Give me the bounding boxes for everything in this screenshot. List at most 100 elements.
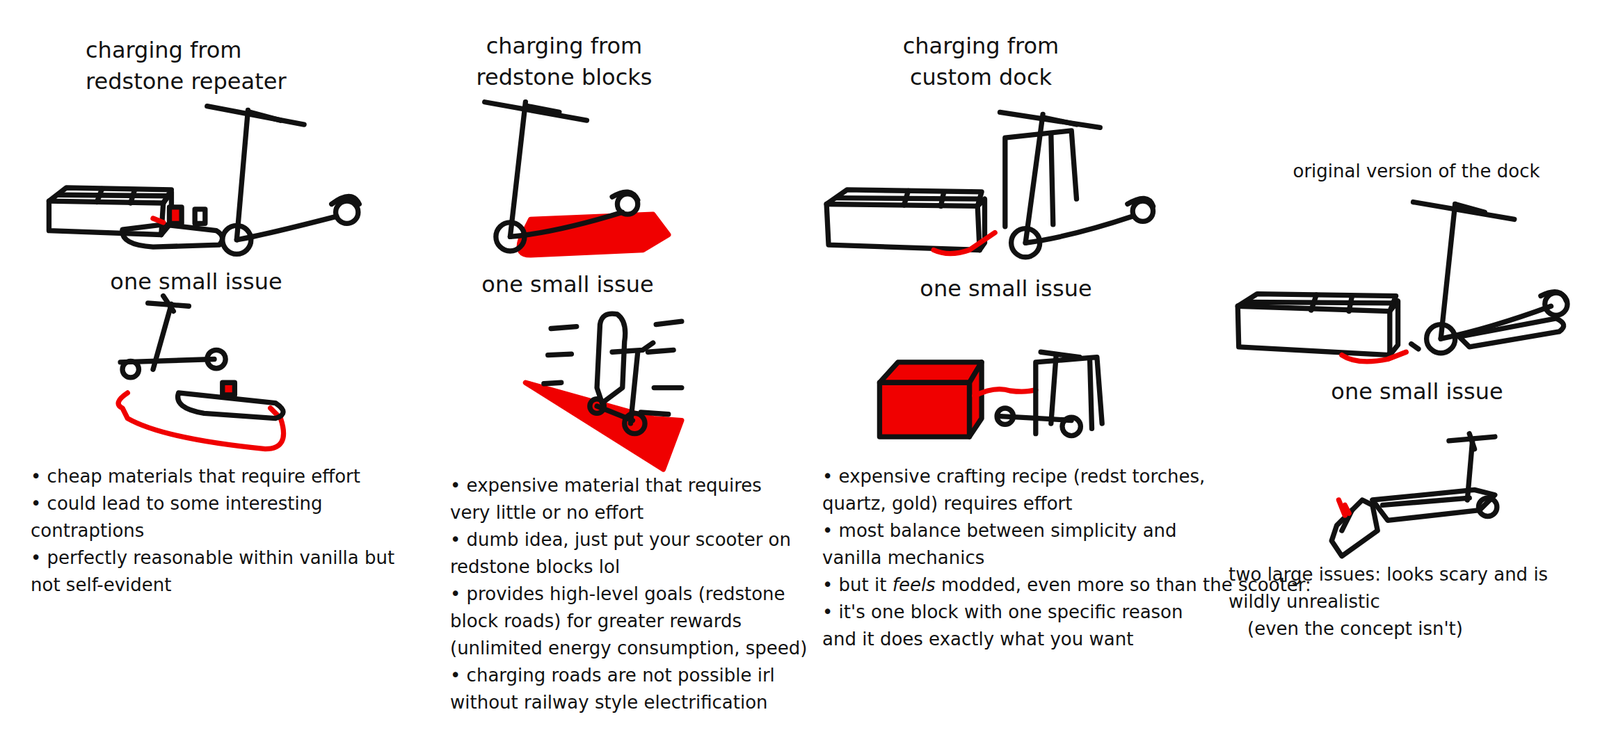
- scooter-sketch: [1413, 202, 1568, 354]
- bullet-note: • expensive material that requires very …: [450, 472, 762, 527]
- scooter-sketch: [1413, 202, 1515, 220]
- scooter-sketch: [1455, 203, 1486, 213]
- scooter-sketch: [509, 212, 622, 237]
- issue-sketch: [596, 313, 626, 403]
- bullet-note: • dumb idea, just put your scooter on re…: [450, 526, 791, 581]
- column-heading: charging from redstone repeater: [85, 34, 287, 98]
- scooter-sketch: [1000, 112, 1101, 128]
- scooter-sketch: [1025, 114, 1043, 243]
- issue-heading: one small issue: [481, 269, 654, 301]
- battery-sketch: [1237, 306, 1390, 355]
- battery-sketch: [826, 203, 980, 250]
- battery-sketch: [48, 201, 163, 235]
- battery-sketch: [826, 189, 995, 254]
- scooter-sketch: [484, 102, 638, 252]
- issue-sketch: [525, 382, 682, 470]
- issue-sketch: [656, 321, 682, 325]
- repeater-sketch: [169, 207, 182, 224]
- issue-sketch: [1382, 498, 1470, 506]
- scooter-sketch: [1459, 318, 1564, 348]
- issue-sketch: [548, 354, 572, 355]
- caption-note: two large issues: looks scary and is wil…: [1228, 561, 1548, 616]
- scooter-sketch: [612, 192, 638, 201]
- battery-sketch: [1348, 296, 1352, 312]
- repeater-sketch: [194, 209, 206, 224]
- battery-sketch: [1411, 344, 1419, 350]
- scooter-sketch: [1042, 117, 1077, 125]
- battery-sketch: [48, 187, 172, 204]
- scooter-sketch: [207, 106, 360, 255]
- column-heading: original version of the dock: [1293, 157, 1541, 186]
- bullet-note: • cheap materials that require effort: [30, 463, 361, 491]
- issue-sketch: [1344, 505, 1349, 514]
- issue-sketch: [879, 382, 970, 437]
- bullet-note: • provides high-level goals (redstone bl…: [450, 580, 808, 663]
- bullet-note: • charging roads are not possible irl wi…: [450, 662, 775, 717]
- scooter-sketch: [331, 196, 360, 204]
- battery-sketch: [826, 189, 982, 206]
- issue-sketch: [1062, 417, 1081, 436]
- issue-sketch: [879, 352, 1102, 437]
- scooter-sketch: [1440, 203, 1456, 339]
- issue-sketch: [996, 408, 1013, 425]
- battery-sketch: [940, 192, 944, 207]
- issue-sketch: [118, 393, 284, 450]
- issue-sketch: [653, 385, 682, 391]
- dock-sketch: [1051, 134, 1054, 225]
- scooter-sketch: [1000, 112, 1154, 257]
- issue-sketch: [1051, 355, 1056, 424]
- battery-sketch: [1237, 294, 1419, 362]
- bullet-note: • most balance between simplicity and va…: [822, 517, 1178, 572]
- scooter-sketch: [336, 201, 359, 224]
- emphasis: feels: [892, 574, 936, 596]
- battery-sketch: [1311, 294, 1317, 311]
- battery-sketch: [1246, 301, 1393, 303]
- battery-sketch: [904, 190, 909, 206]
- scooter-sketch: [236, 216, 337, 240]
- repeater-sketch: [122, 207, 223, 247]
- issue-sketch: [1478, 498, 1497, 517]
- battery-sketch: [933, 233, 995, 254]
- issue-sketch: [1040, 352, 1080, 357]
- scooter-sketch: [527, 106, 559, 113]
- battery-sketch: [1389, 301, 1399, 356]
- issue-heading: one small issue: [919, 273, 1092, 305]
- scooter-sketch: [207, 106, 304, 125]
- battery-sketch: [96, 188, 102, 202]
- issue-sketch: [1331, 434, 1498, 557]
- column-heading: charging from custom dock: [902, 30, 1060, 94]
- bullet-note: • expensive crafting recipe (redst torch…: [822, 463, 1205, 518]
- issue-sketch: [525, 313, 682, 470]
- issue-sketch: [544, 382, 562, 384]
- bullet-note: • it's one block with one specific reaso…: [822, 598, 1184, 654]
- repeater-sketch: [153, 218, 164, 223]
- scooter-sketch: [1127, 198, 1154, 206]
- bullet-note: • could lead to some interesting contrap…: [30, 490, 323, 545]
- bullet-note: • perfectly reasonable within vanilla bu…: [30, 544, 395, 599]
- issue-sketch: [122, 361, 139, 378]
- battery-sketch: [58, 194, 168, 196]
- issue-sketch: [624, 413, 645, 434]
- issue-sketch: [647, 349, 674, 352]
- issue-sketch: [550, 326, 577, 330]
- issue-heading: one small issue: [1330, 376, 1503, 408]
- issue-sketch: [118, 296, 284, 450]
- scooter-sketch: [1025, 216, 1133, 243]
- scooter-sketch: [509, 102, 526, 238]
- sketch-stroke: [48, 102, 1568, 557]
- issue-sketch: [207, 349, 226, 368]
- issue-sketch: [163, 296, 174, 312]
- battery-sketch: [130, 189, 135, 204]
- issue-sketch: [1331, 500, 1378, 557]
- issue-sketch: [222, 382, 236, 396]
- battery-sketch: [1341, 352, 1406, 362]
- column-heading: charging from redstone blocks: [476, 30, 653, 94]
- issue-heading: one small issue: [109, 266, 282, 298]
- scooter-sketch: [236, 109, 248, 240]
- issue-sketch: [640, 412, 669, 415]
- issue-sketch: [589, 399, 605, 414]
- repeater-sketch: [122, 224, 223, 247]
- scooter-sketch: [484, 102, 588, 121]
- battery-sketch: [1237, 294, 1396, 312]
- issue-sketch: [1090, 359, 1093, 430]
